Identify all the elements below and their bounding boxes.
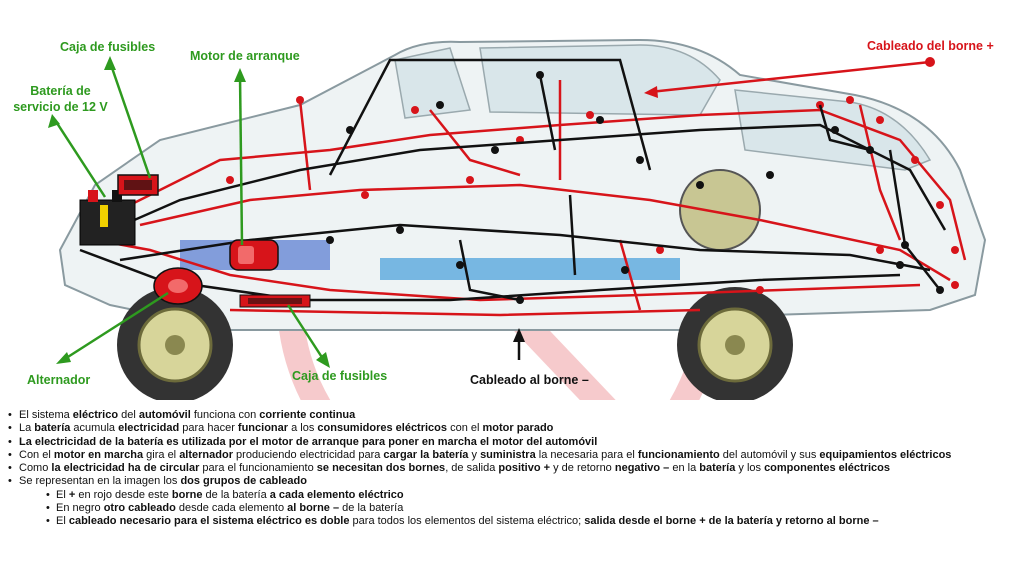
- explanation-text: salida desde el borne + de la batería y …: [584, 515, 879, 528]
- explanation-text: dos grupos de cableado: [180, 475, 307, 488]
- explanation-text: de la batería: [339, 502, 404, 515]
- explanation-text: desde cada elemento: [175, 502, 288, 515]
- explanation-text: para hacer: [179, 422, 238, 435]
- explanation-text: a cada elemento eléctrico: [269, 488, 404, 501]
- spare-wheel: [679, 169, 761, 251]
- explanation-item: El sistema eléctrico del automóvil funci…: [6, 409, 1018, 423]
- negative-terminals: [326, 71, 944, 304]
- explanation-text: del: [118, 409, 139, 421]
- explanation-text: cableado necesario para el sistema eléct…: [68, 515, 350, 528]
- explanation-text: al borne –: [287, 502, 340, 515]
- explanation-text: en la: [669, 462, 700, 475]
- explanation-text: La electricidad de la batería es utiliza…: [19, 435, 477, 448]
- positive-callout-dot: [925, 57, 935, 67]
- explanation-item: El + en rojo desde este borne de la bate…: [6, 488, 1018, 503]
- explanation-text: para el funcionamiento: [199, 462, 317, 475]
- explanation-text: suministra: [480, 448, 536, 461]
- explanation-item: La electricidad de la batería es utiliza…: [6, 435, 1018, 450]
- explanation-item: La batería acumula electricidad para hac…: [6, 422, 1018, 436]
- explanation-text: el motor del automóvil: [479, 435, 598, 448]
- explanation-text: alternador: [179, 448, 233, 461]
- explanation-text: automóvil: [138, 409, 191, 421]
- label-caja-fusibles-top: Caja de fusibles: [60, 40, 156, 54]
- car-wiring-diagram: [48, 38, 987, 400]
- label-motor-arranque: Motor de arranque: [190, 49, 300, 63]
- explanation-text: Se representan en la imagen los: [19, 475, 181, 488]
- explanation-text: la electricidad ha de circular: [51, 462, 200, 475]
- label-cableado-positivo: Cableado del borne +: [867, 39, 994, 53]
- explanation-text: corriente continua: [259, 409, 356, 421]
- explanation-item: En negro otro cableado desde cada elemen…: [6, 502, 1018, 516]
- explanation-item: Con el motor en marcha gira el alternado…: [6, 448, 1018, 463]
- explanation-text: funcionar: [237, 422, 289, 435]
- explanation-text: El: [56, 515, 69, 528]
- explanation-text: se necesitan dos bornes: [316, 462, 446, 475]
- front-wheel: [117, 287, 233, 400]
- explanation-text: Con el: [19, 448, 54, 461]
- explanation-text: para todos los elementos del sistema elé…: [349, 515, 585, 528]
- explanation-text: funciona con: [190, 409, 260, 421]
- callout-lines: [53, 60, 931, 364]
- explanation-text: con el: [447, 422, 483, 435]
- explanation-text: motor en marcha: [53, 448, 144, 461]
- explanation-text: batería: [699, 462, 736, 475]
- explanation-text: componentes eléctricos: [764, 462, 890, 475]
- explanation-text: a los: [288, 422, 318, 435]
- explanation-item: El cableado necesario para el sistema el…: [6, 515, 1018, 529]
- explanation-text: positivo +: [498, 462, 551, 475]
- label-bateria: Batería de servicio de 12 V: [13, 84, 108, 114]
- explanation-text: Como: [19, 462, 52, 475]
- rear-wheel: [677, 287, 793, 400]
- fuse-box-lower: [239, 294, 311, 308]
- explanation-text: batería: [34, 422, 71, 435]
- label-cableado-negativo: Cableado al borne –: [470, 373, 589, 387]
- starter-motor: [229, 239, 279, 271]
- explanation-item: Como la electricidad ha de circular para…: [6, 462, 1018, 476]
- fuse-box-front: [117, 174, 159, 196]
- explanation-text: en rojo desde este: [75, 488, 172, 501]
- explanation-text: funcionamiento: [637, 448, 720, 461]
- explanation-text: En negro: [56, 502, 104, 515]
- explanation-text: , de salida: [445, 462, 499, 475]
- explanation-text: cargar: [383, 448, 418, 461]
- label-alternador: Alternador: [27, 373, 91, 387]
- explanation-text: El: [56, 488, 69, 501]
- explanation-text: consumidores eléctricos: [317, 422, 448, 435]
- explanation-text: otro cableado: [103, 502, 176, 515]
- explanation-text: equipamientos eléctricos: [819, 448, 952, 461]
- explanation-text: y: [468, 448, 481, 461]
- explanation-text: La: [19, 422, 35, 435]
- explanation-text: acumula: [70, 422, 119, 435]
- explanation-text: +: [68, 488, 76, 501]
- explanation-text: borne: [171, 488, 203, 501]
- explanation-text: negativo –: [614, 462, 670, 475]
- explanation-text: eléctrico: [72, 409, 119, 421]
- explanation-list: El sistema eléctrico del automóvil funci…: [6, 409, 1018, 529]
- positive-terminals: [226, 96, 959, 294]
- explanation-text: la necesaria para el: [535, 448, 638, 461]
- explanation-text: y los: [735, 462, 765, 475]
- explanation-text: electricidad: [118, 422, 180, 435]
- explanation-text: y de retorno: [550, 462, 615, 475]
- callout-arrowheads: [48, 56, 658, 368]
- explanation-text: motor parado: [482, 422, 554, 435]
- explanation-text: del automóvil y sus: [719, 448, 820, 461]
- explanation-text: produciendo electricidad para: [232, 448, 384, 461]
- explanation-text: de la batería: [202, 488, 270, 501]
- battery: [79, 190, 136, 246]
- label-caja-fusibles-bottom: Caja de fusibles: [292, 369, 388, 383]
- explanation-item: Se representan en la imagen los dos grup…: [6, 475, 1018, 489]
- explanation-text: El sistema: [19, 409, 73, 421]
- explanation-text: la batería: [420, 448, 469, 461]
- explanation-text: gira el: [143, 448, 180, 461]
